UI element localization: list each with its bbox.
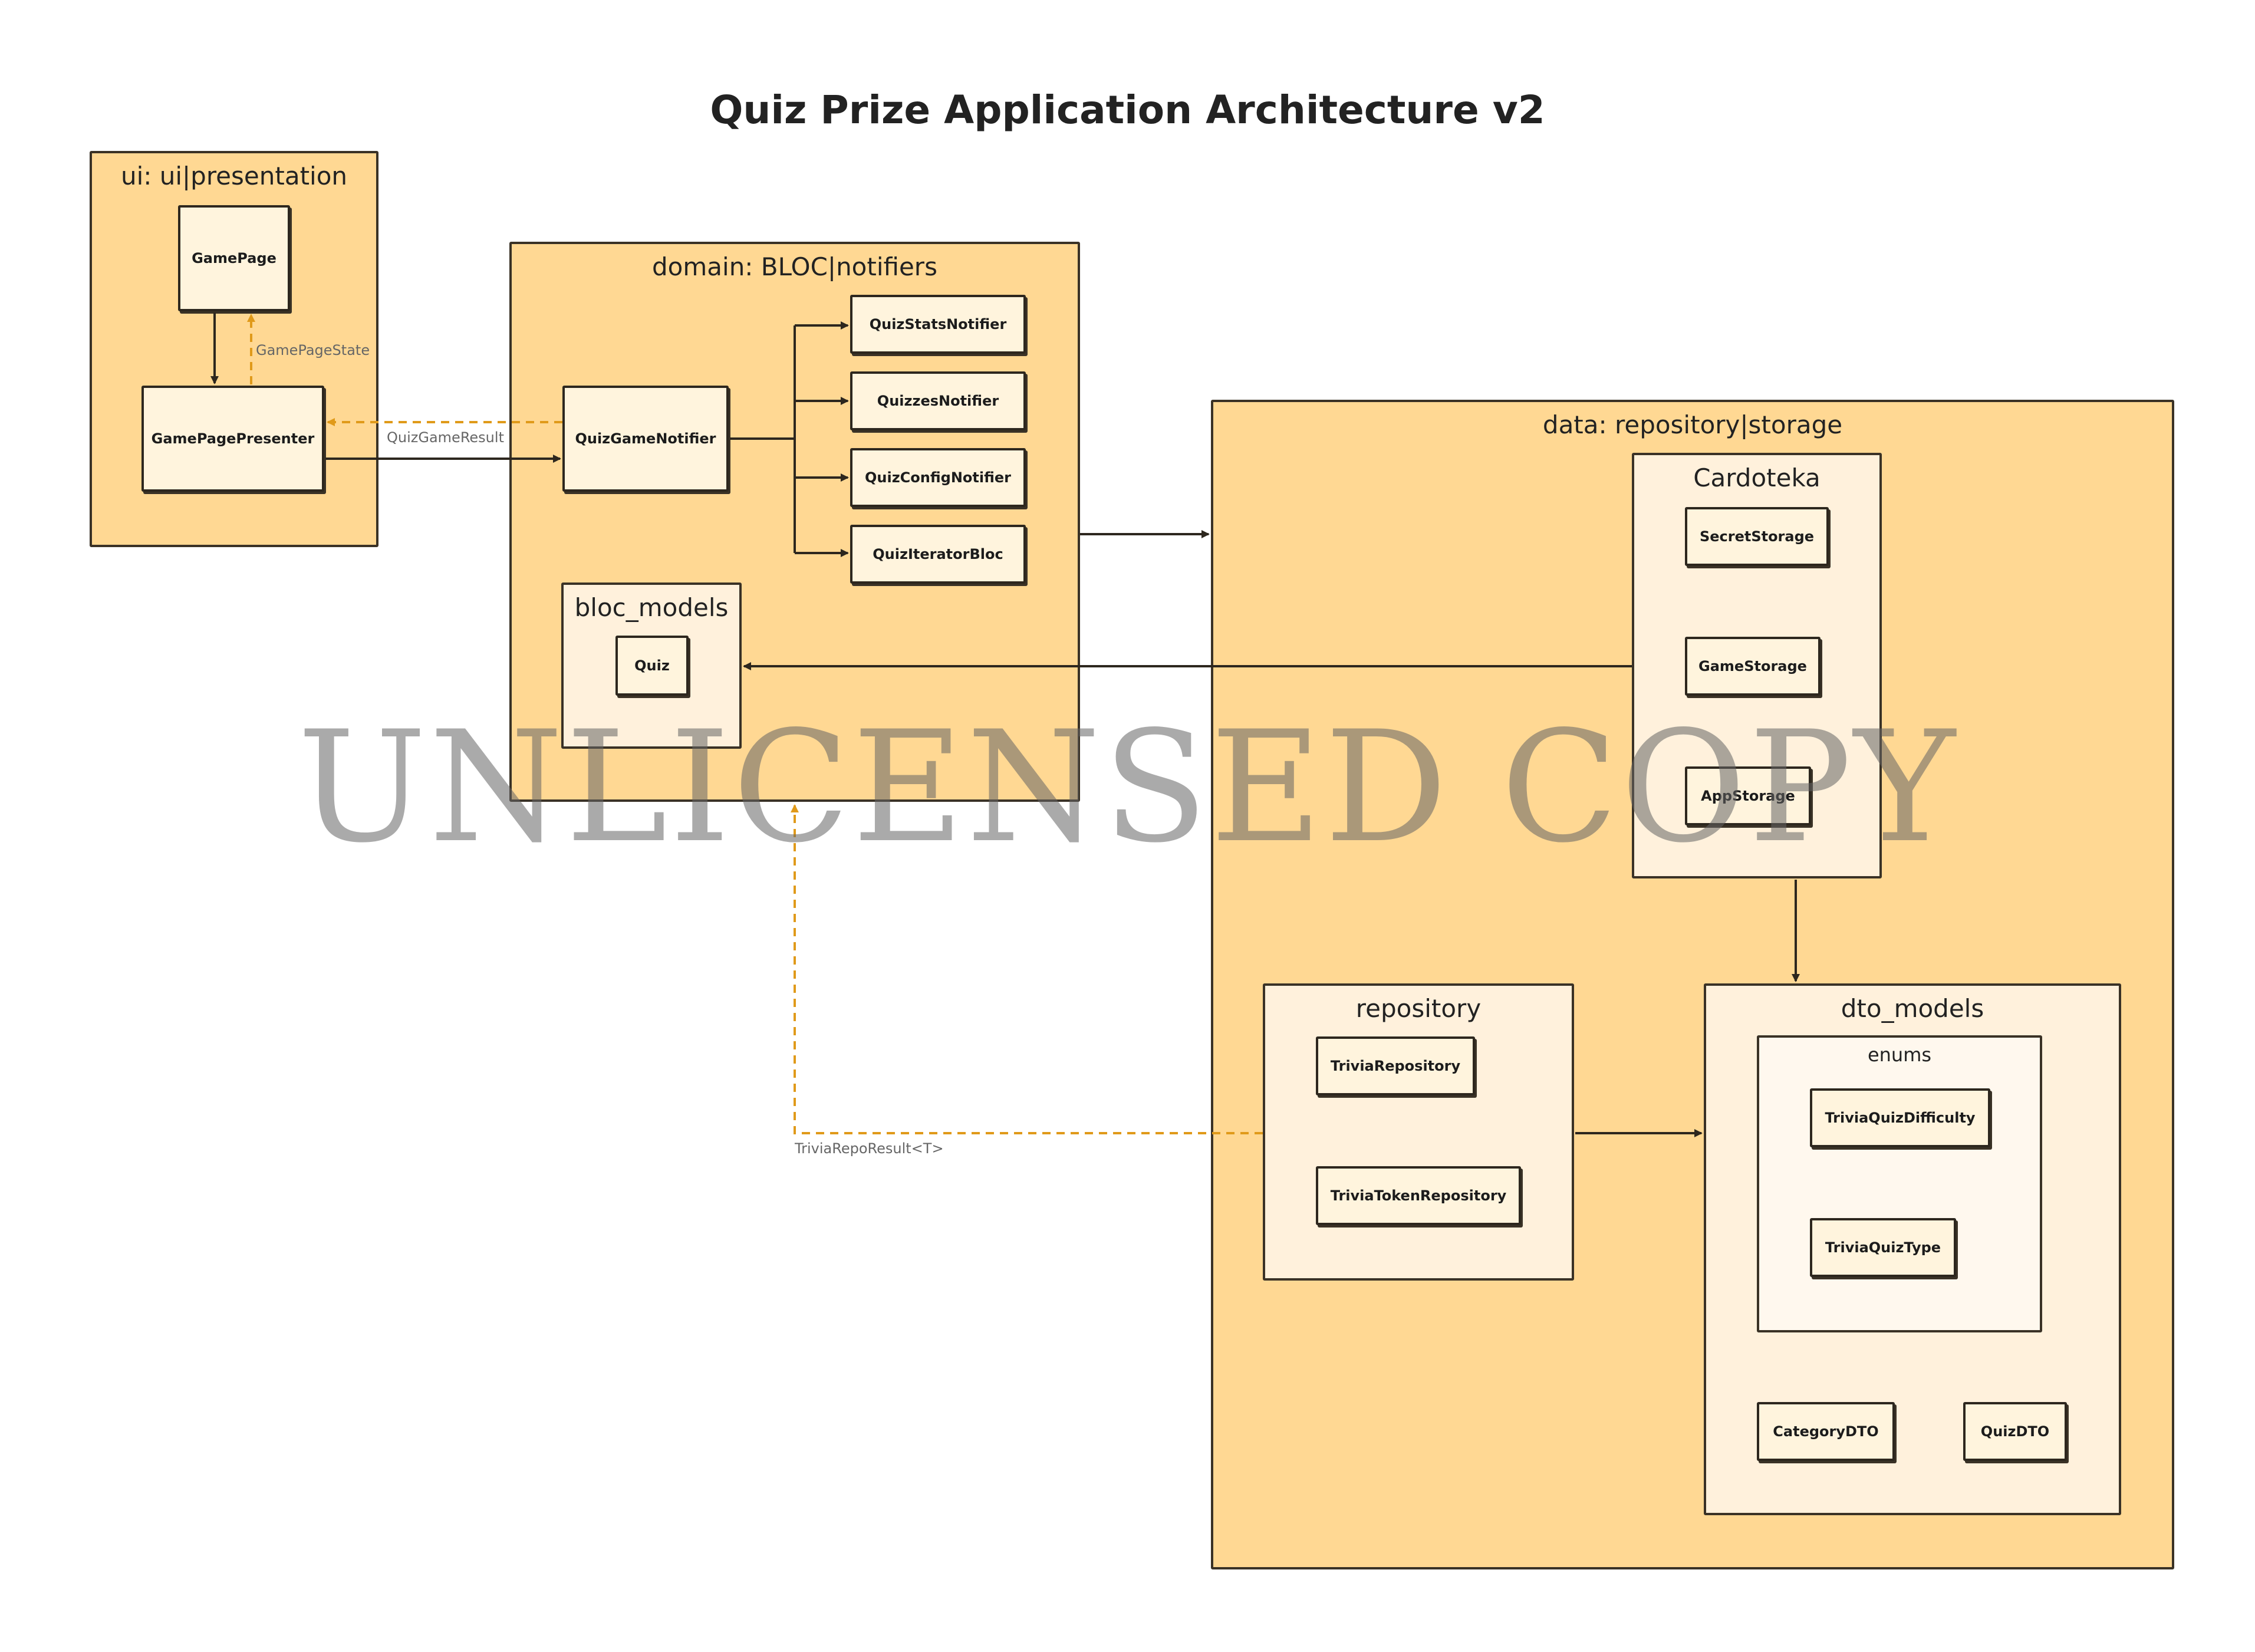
group-cardoteka-label: Cardoteka bbox=[1693, 463, 1821, 492]
group-bloc-models: bloc_models bbox=[561, 583, 742, 749]
diagram-title: Quiz Prize Application Architecture v2 bbox=[710, 87, 1545, 133]
node-quiz-config-notifier[interactable]: QuizConfigNotifier bbox=[850, 448, 1026, 507]
edge-label-trivia-repo-result: TriviaRepoResult<T> bbox=[795, 1140, 944, 1157]
node-secret-storage[interactable]: SecretStorage bbox=[1685, 507, 1829, 566]
group-dto-models-label: dto_models bbox=[1841, 994, 1984, 1023]
node-quiz-dto[interactable]: QuizDTO bbox=[1963, 1402, 2067, 1461]
group-bloc-models-label: bloc_models bbox=[574, 593, 729, 622]
group-repository-label: repository bbox=[1355, 994, 1482, 1023]
group-ui-label: ui: ui|presentation bbox=[120, 162, 348, 190]
group-data-label: data: repository|storage bbox=[1542, 410, 1843, 439]
node-game-page[interactable]: GamePage bbox=[178, 205, 290, 311]
node-quiz-iterator-bloc[interactable]: QuizIteratorBloc bbox=[850, 525, 1026, 584]
node-trivia-token-repository[interactable]: TriviaTokenRepository bbox=[1316, 1166, 1521, 1225]
node-app-storage[interactable]: AppStorage bbox=[1685, 766, 1811, 825]
node-quiz-stats-notifier[interactable]: QuizStatsNotifier bbox=[850, 295, 1026, 354]
node-trivia-quiz-type[interactable]: TriviaQuizType bbox=[1810, 1218, 1956, 1277]
group-enums-label: enums bbox=[1867, 1044, 1932, 1066]
node-game-page-presenter[interactable]: GamePagePresenter bbox=[141, 386, 324, 492]
node-trivia-quiz-difficulty[interactable]: TriviaQuizDifficulty bbox=[1810, 1088, 1990, 1147]
edge-label-quiz-game-result: QuizGameResult bbox=[387, 429, 504, 446]
edge-repository-to-domain bbox=[791, 804, 1263, 1134]
group-repository: repository bbox=[1263, 983, 1574, 1281]
node-quiz[interactable]: Quiz bbox=[615, 636, 689, 696]
node-trivia-repository[interactable]: TriviaRepository bbox=[1316, 1036, 1475, 1095]
node-quizzes-notifier[interactable]: QuizzesNotifier bbox=[850, 371, 1026, 430]
node-quiz-game-notifier[interactable]: QuizGameNotifier bbox=[562, 386, 729, 492]
edge-label-game-page-state: GamePageState bbox=[256, 342, 370, 358]
edge-fanout-trunk bbox=[730, 325, 796, 553]
node-game-storage[interactable]: GameStorage bbox=[1685, 637, 1821, 696]
group-enums: enums bbox=[1757, 1035, 2042, 1332]
node-category-dto[interactable]: CategoryDTO bbox=[1757, 1402, 1895, 1461]
group-domain-label: domain: BLOC|notifiers bbox=[652, 252, 937, 281]
